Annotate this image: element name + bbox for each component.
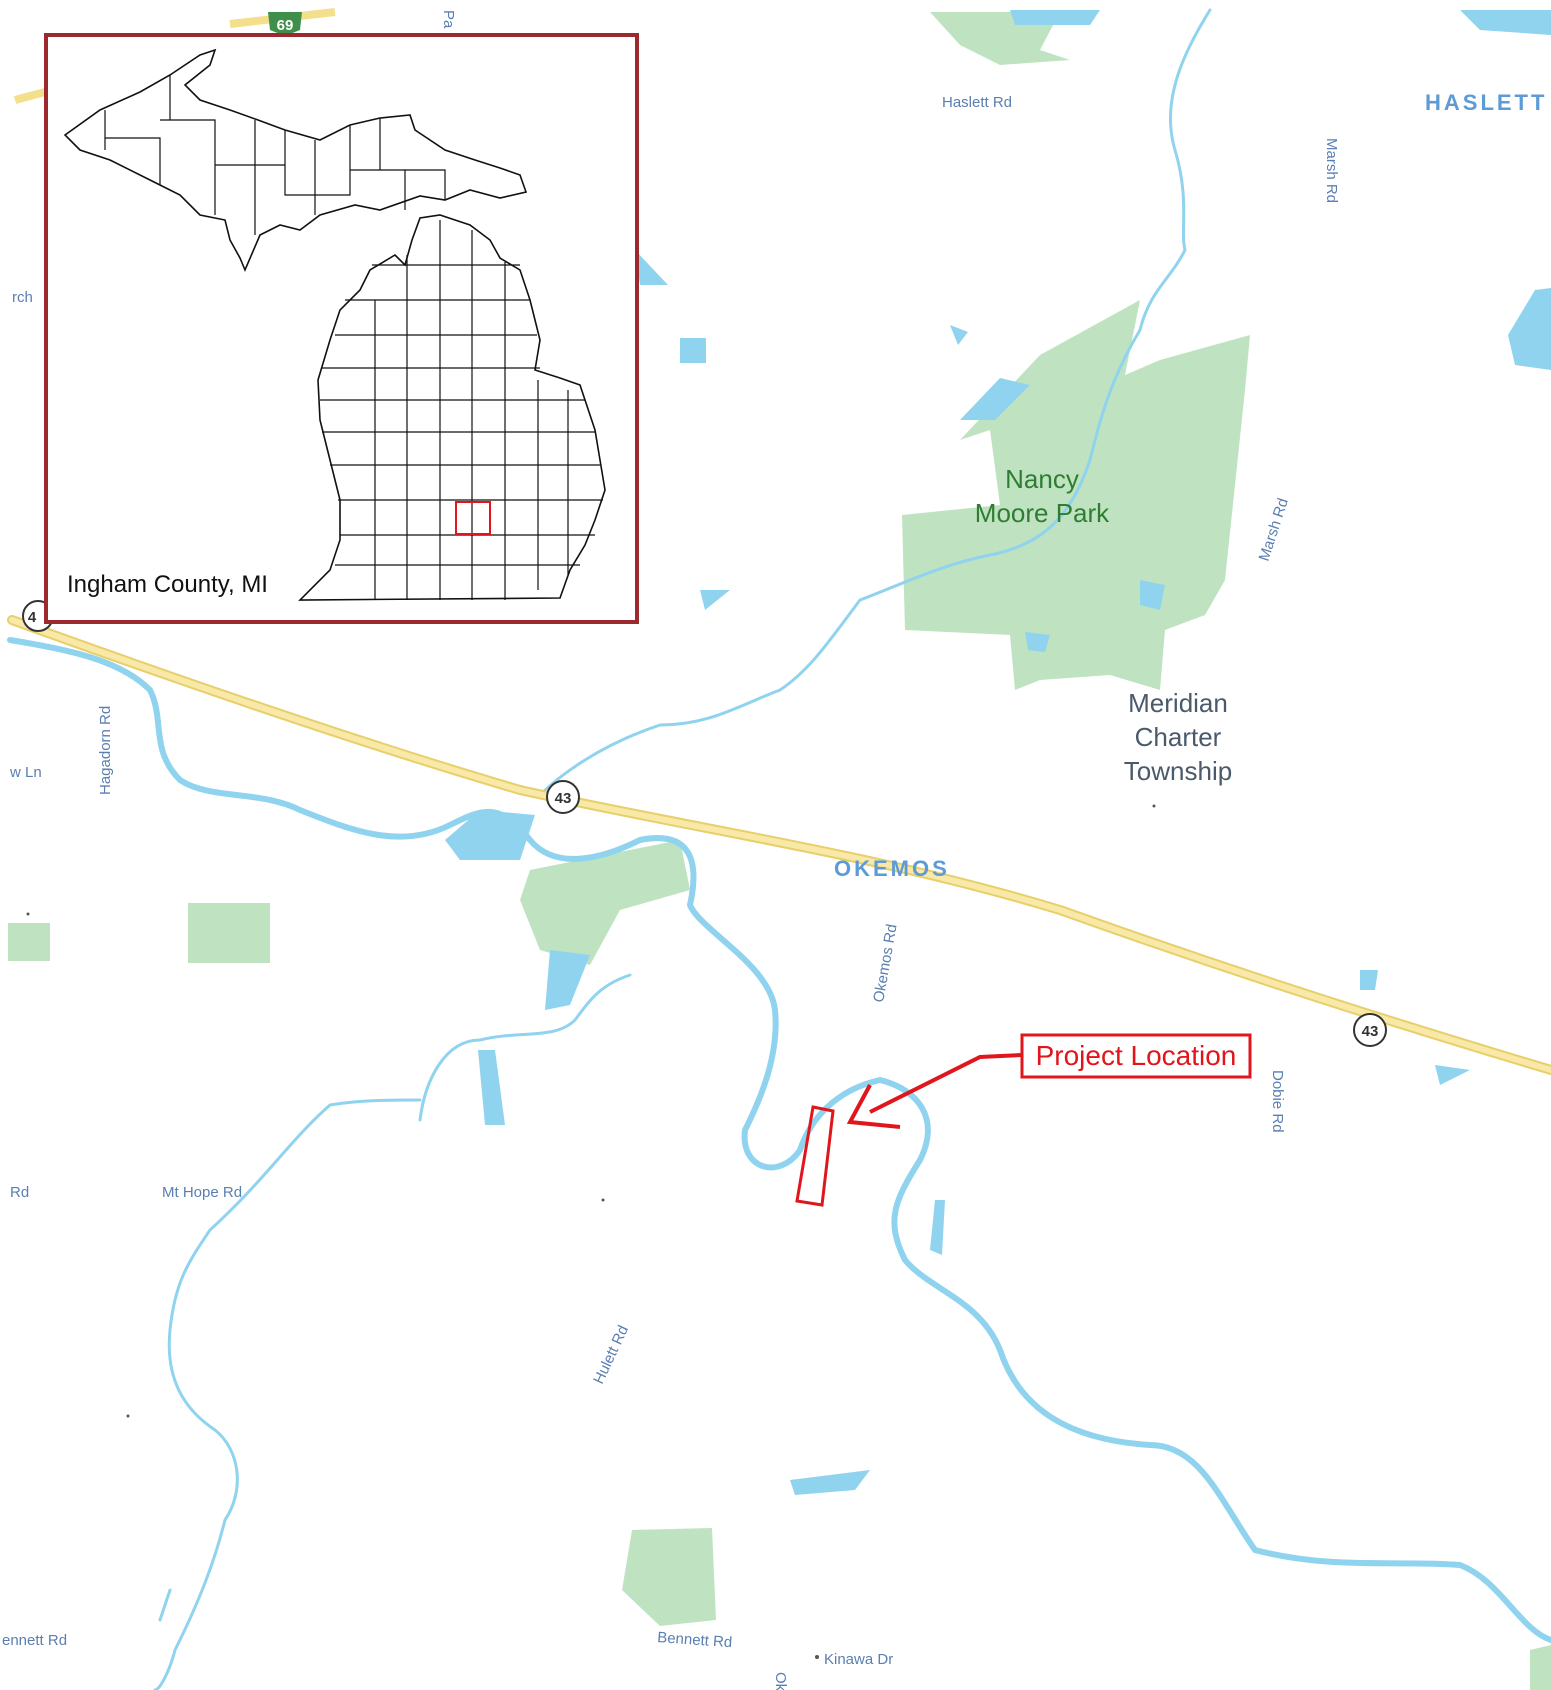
- up-county-line-12: [405, 169, 446, 200]
- label-ok: Ok: [772, 1672, 789, 1690]
- label-pa: Pa: [440, 10, 457, 29]
- label-haslett: HASLETT: [1425, 90, 1547, 115]
- label-bennett-rd-left: ennett Rd: [2, 1632, 67, 1649]
- label-okemos: OKEMOS: [834, 856, 950, 881]
- label-marsh-rd-mid: Marsh Rd: [1256, 496, 1292, 563]
- label-bennett-rd: Bennett Rd: [657, 1629, 733, 1651]
- label-w-ln: w Ln: [9, 764, 42, 781]
- pond-park-c: [1025, 632, 1050, 652]
- pond-river-c: [478, 1050, 505, 1125]
- place-labels: HASLETT OKEMOS Nancy Moore Park Meridian…: [834, 90, 1547, 881]
- label-dobie-rd: Dobie Rd: [1269, 1070, 1286, 1133]
- map-dots: [26, 804, 1156, 1659]
- ingham-county-highlight: [455, 501, 491, 535]
- dot-center: [601, 1198, 605, 1202]
- dot-edge: [26, 912, 30, 916]
- up-county-line-8: [284, 165, 316, 215]
- shield-i69: 69: [268, 12, 302, 36]
- project-area-outline: [795, 1105, 835, 1207]
- shield-i69-label: 69: [277, 17, 294, 34]
- label-township-line3: Township: [1124, 756, 1232, 786]
- pond-park-b: [1140, 580, 1165, 610]
- callout-arrow-line: [869, 1053, 1023, 1114]
- green-area-left: [188, 903, 270, 963]
- label-park-line1: Nancy: [1005, 464, 1079, 494]
- dot-kinawa: [815, 1655, 819, 1659]
- pond-right: [1508, 288, 1551, 370]
- label-township-line1: Meridian: [1128, 688, 1228, 718]
- callout-label: Project Location: [1036, 1040, 1237, 1071]
- water-areas: [445, 10, 1551, 1495]
- dot-township: [1152, 804, 1156, 808]
- pond-tiny: [700, 590, 730, 610]
- stream-south: [158, 1588, 172, 1622]
- pond-small-a: [680, 338, 706, 363]
- lake-top-right: [1460, 10, 1551, 35]
- green-area-corner: [1530, 1645, 1551, 1690]
- pond-park-a: [960, 378, 1030, 420]
- callout-box: [1020, 1033, 1252, 1079]
- shield-m43-a-body: [546, 780, 580, 814]
- stream-north: [538, 8, 1212, 797]
- label-marsh-rd-top: Marsh Rd: [1323, 138, 1340, 203]
- green-area-bottom: [622, 1528, 716, 1626]
- stream-southwest: [153, 1098, 422, 1690]
- up-county-line-9: [314, 125, 351, 196]
- label-mt-hope-rd: Mt Hope Rd: [162, 1184, 242, 1201]
- upper-peninsula-counties: [104, 75, 446, 235]
- shield-m43-a-label: 43: [555, 790, 572, 807]
- inset-frame: [44, 33, 639, 624]
- label-hulett-rd: Hulett Rd: [590, 1323, 632, 1387]
- inset-map: Ingham County, MI: [44, 33, 639, 624]
- label-okemos-rd: Okemos Rd: [870, 923, 900, 1004]
- label-park-line2: Moore Park: [975, 498, 1110, 528]
- dot-west: [126, 1414, 130, 1418]
- project-marker: Project Location: [795, 1033, 1252, 1207]
- pond-small-b: [950, 325, 968, 345]
- pond-east-a: [930, 1200, 945, 1255]
- highway-m43: [7, 615, 1551, 1075]
- green-area-edge: [8, 923, 50, 961]
- pond-river-a: [445, 810, 535, 860]
- shield-m43-b-body: [1353, 1013, 1387, 1047]
- rivers: [7, 8, 1551, 1690]
- shield-m43-c-label: 4: [28, 609, 37, 626]
- red-cedar-river: [7, 637, 1551, 1643]
- label-township-line2: Charter: [1135, 722, 1222, 752]
- green-area-river: [520, 840, 690, 965]
- pond-south: [790, 1470, 870, 1495]
- up-county-line-2: [105, 137, 161, 185]
- up-county-line-3: [160, 119, 216, 215]
- shield-m43-b: 43: [1353, 1013, 1387, 1047]
- upper-peninsula-outline: [63, 48, 528, 273]
- lower-peninsula-outline: [298, 214, 606, 601]
- shield-m43-b-label: 43: [1362, 1023, 1379, 1040]
- pond-east-b: [1360, 970, 1378, 990]
- pond-river-b: [545, 950, 590, 1010]
- label-rch: rch: [12, 289, 33, 306]
- callout-arrow-head: [846, 1084, 901, 1129]
- pond-top: [1010, 10, 1100, 25]
- label-kinawa-dr: Kinawa Dr: [824, 1651, 893, 1668]
- pond-inset-edge: [635, 250, 668, 285]
- highway-i69-left: [13, 88, 47, 104]
- stream-west: [418, 973, 632, 1122]
- inset-label: Ingham County, MI: [67, 571, 268, 598]
- highway-m43-fill: [9, 617, 1551, 1073]
- label-haslett-rd: Haslett Rd: [942, 94, 1012, 111]
- label-rd-left: Rd: [10, 1184, 29, 1201]
- green-area-top: [930, 12, 1070, 65]
- pond-east-c: [1435, 1065, 1470, 1085]
- shield-i69-body: [268, 12, 302, 36]
- shield-m43-a: 43: [546, 780, 580, 814]
- label-hagadorn-rd: Hagadorn Rd: [97, 706, 114, 795]
